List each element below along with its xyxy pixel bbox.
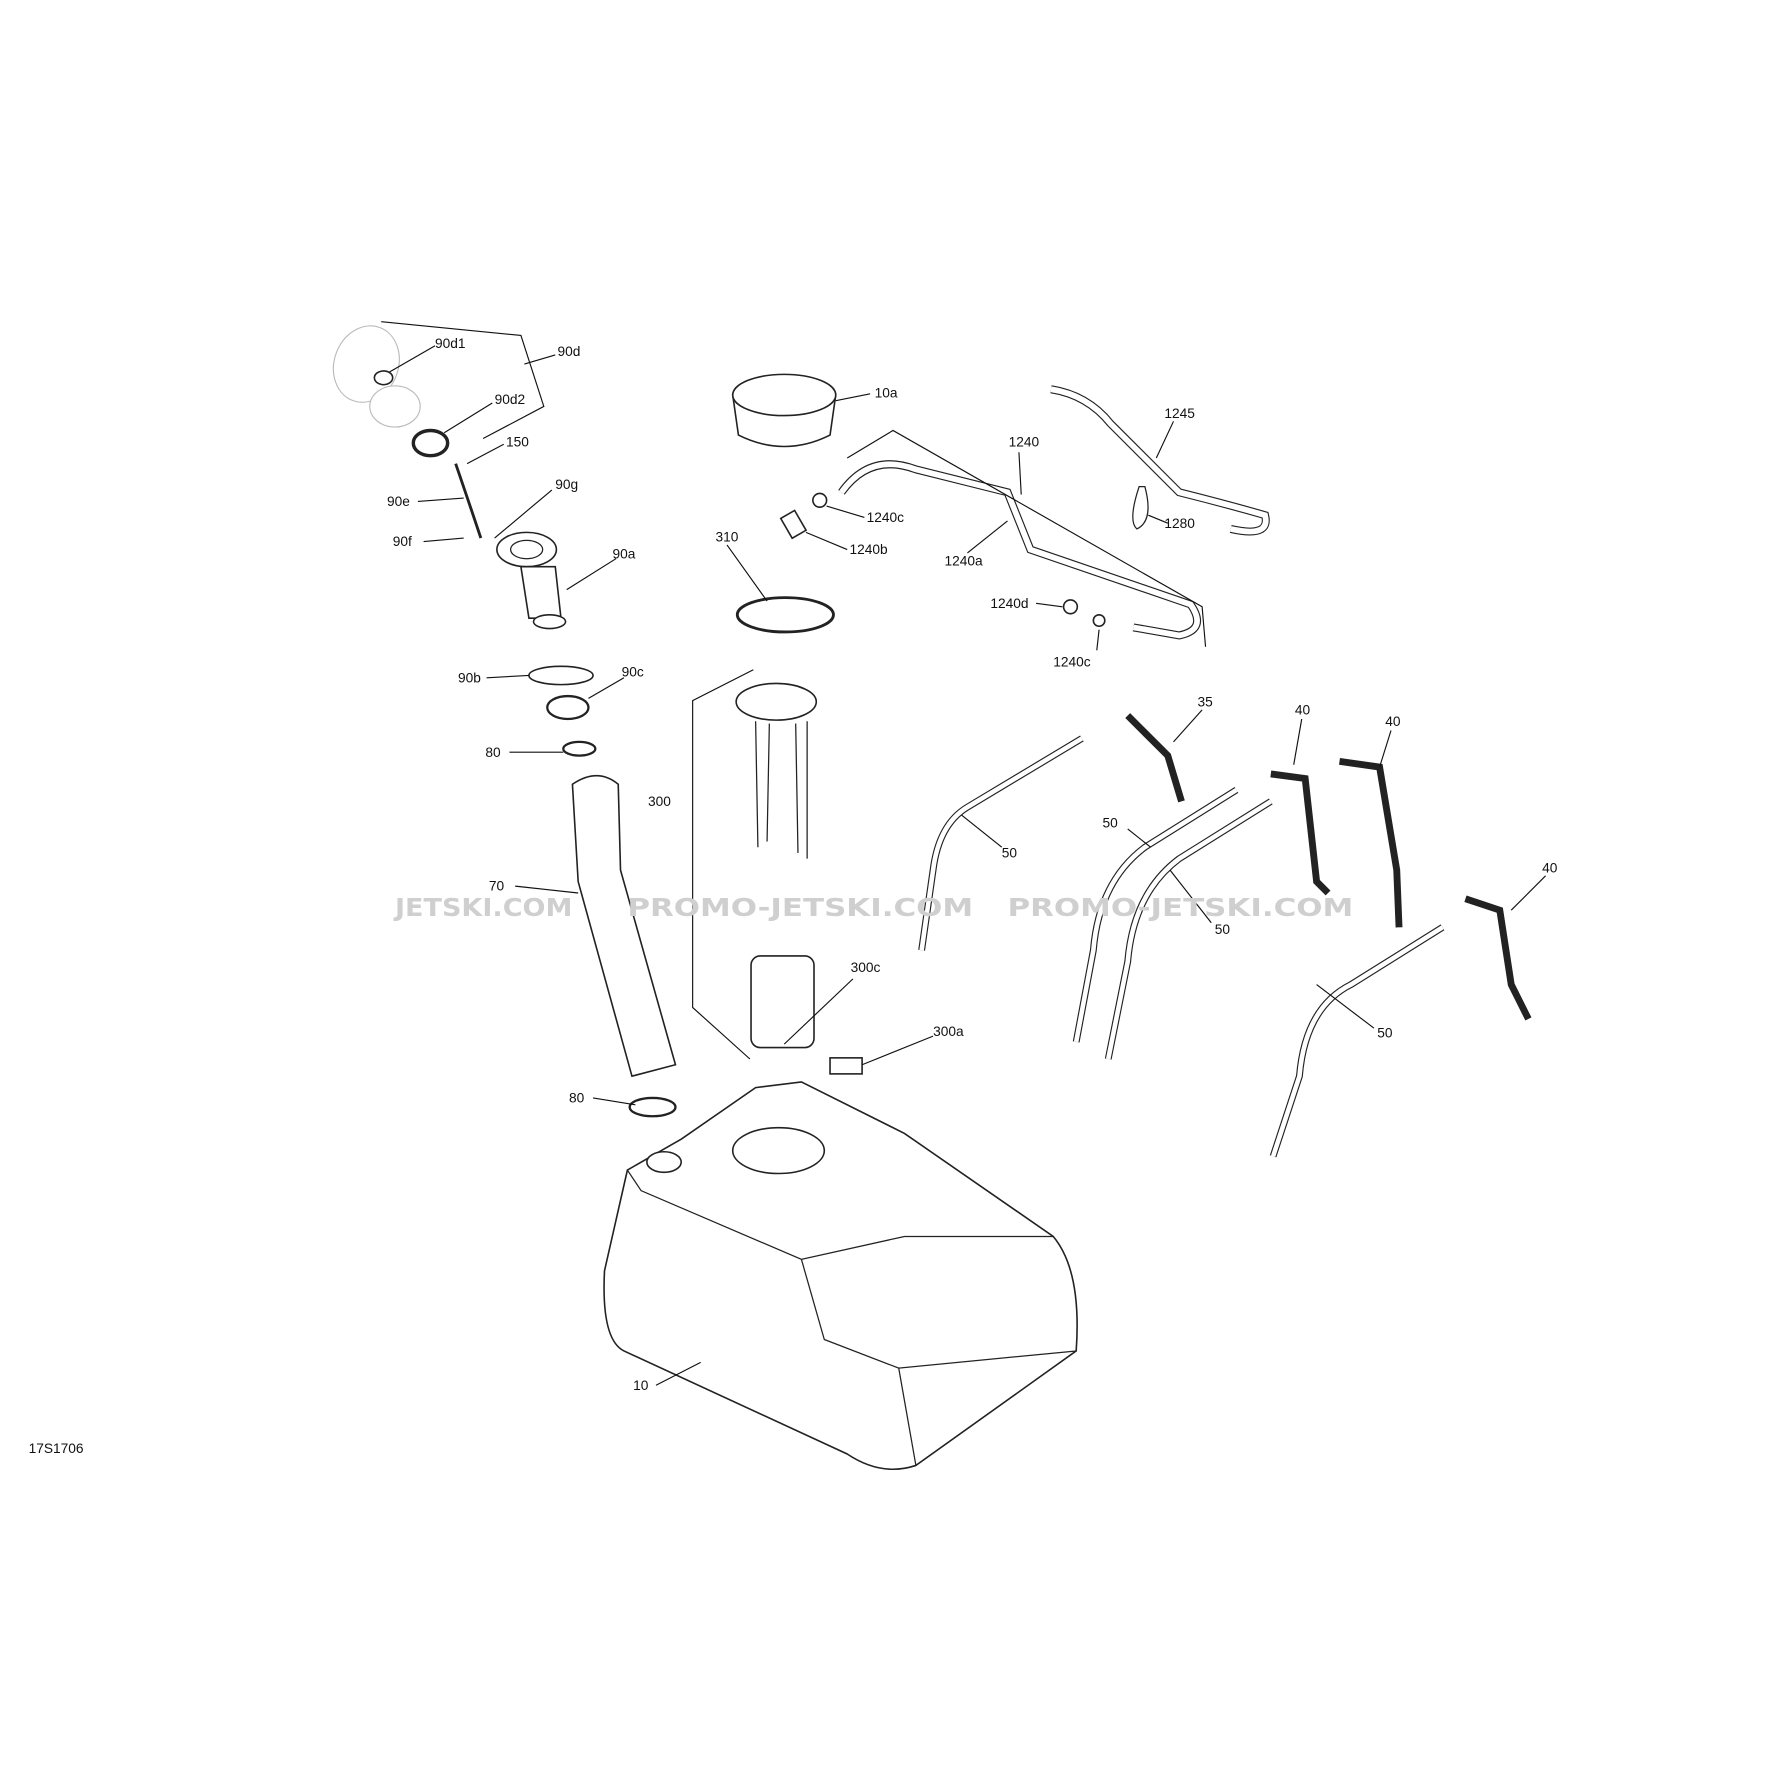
callout-40: 40 [1542, 860, 1558, 875]
part-1245 [1050, 385, 1270, 536]
part-10a [731, 373, 837, 417]
part-300-rods [754, 721, 808, 859]
leader-lines [388, 345, 1546, 1386]
tank-pump-opening [731, 1126, 826, 1175]
part-35-strap [1125, 713, 1185, 803]
callout-90d2: 90d2 [495, 392, 526, 407]
watermark-text: PROMO-JETSKI.COM [627, 893, 973, 922]
callout-90e: 90e [387, 494, 410, 509]
callout-35: 35 [1198, 694, 1214, 709]
callout-90d: 90d [558, 344, 581, 359]
callout-310: 310 [716, 530, 739, 545]
watermark-text: PROMO-JETSKI.COM [1007, 893, 1353, 922]
part-1240c [812, 492, 828, 508]
callout-50: 50 [1215, 922, 1231, 937]
callout-40: 40 [1295, 702, 1311, 717]
callout-70: 70 [489, 879, 505, 894]
bracket-1240 [846, 429, 1207, 647]
watermark-text: JETSKI.COM [393, 893, 573, 922]
part-40-strap [1464, 895, 1532, 1021]
callout-1240d: 1240d [990, 596, 1028, 611]
callout-1240: 1240 [1009, 434, 1040, 449]
part-90b [528, 665, 594, 686]
callout-90f: 90f [393, 534, 412, 549]
callout-90d1: 90d1 [435, 336, 466, 351]
callout-50: 50 [1377, 1025, 1393, 1040]
callout-300: 300 [648, 794, 671, 809]
part-300-pump [750, 955, 815, 1049]
part-1240b [779, 509, 808, 540]
callout-10: 10 [633, 1378, 649, 1393]
callout-10a: 10a [875, 385, 898, 400]
callout-1280: 1280 [1164, 516, 1195, 531]
part-1240d [1062, 599, 1079, 615]
callout-300a: 300a [933, 1024, 964, 1039]
watermark: JETSKI.COM PROMO-JETSKI.COM PROMO-JETSKI… [393, 893, 1353, 922]
part-1240c [1092, 613, 1106, 628]
callout-80: 80 [485, 745, 501, 760]
part-90a [532, 613, 567, 630]
part-90a [519, 565, 562, 620]
diagram-id: 17S1706 [29, 1441, 84, 1456]
part-90e [454, 463, 483, 539]
callout-300c: 300c [851, 960, 881, 975]
callout-50: 50 [1103, 816, 1119, 831]
part-90a [496, 531, 558, 568]
part-40-strap [1270, 770, 1331, 896]
callout-1240b: 1240b [849, 542, 888, 557]
tank-filler-opening [646, 1150, 683, 1174]
callout-90c: 90c [622, 665, 644, 680]
part-90c [546, 694, 590, 721]
callout-90g: 90g [555, 477, 578, 492]
callouts: 90d1 90d 90d2 150 90e 90g 90f 90a 90b 90… [29, 336, 1558, 1456]
part-310 [735, 596, 835, 634]
part-1280 [1132, 485, 1149, 530]
callout-50: 50 [1002, 846, 1018, 861]
part-300a [829, 1057, 863, 1075]
parts [332, 325, 1532, 1471]
bracket-300 [692, 669, 754, 1060]
part-80 [562, 740, 597, 757]
part-90d1 [373, 370, 394, 386]
part-50-strap [1269, 924, 1445, 1158]
fuel-cap-ghost [369, 385, 421, 428]
callout-1240c: 1240c [1053, 654, 1091, 669]
callout-40: 40 [1385, 714, 1401, 729]
callout-1240a: 1240a [945, 554, 984, 569]
part-40-strap [1339, 757, 1403, 928]
callout-1245: 1245 [1164, 406, 1195, 421]
callout-1240c: 1240c [867, 510, 905, 525]
part-90a [509, 539, 544, 560]
callout-90b: 90b [458, 670, 481, 685]
part-80-clamp [628, 1096, 677, 1118]
bracket-90d [381, 321, 545, 439]
callout-90a: 90a [613, 547, 636, 562]
callout-80: 80 [569, 1091, 585, 1106]
part-90d2 [411, 428, 450, 458]
part-10-fuel-tank [603, 1081, 1078, 1471]
part-10-fuel-tank-edges [626, 1169, 1077, 1466]
part-300 [735, 682, 818, 721]
callout-150: 150 [506, 434, 529, 449]
part-70-hose [571, 774, 677, 1078]
group-brackets [381, 321, 1207, 1060]
